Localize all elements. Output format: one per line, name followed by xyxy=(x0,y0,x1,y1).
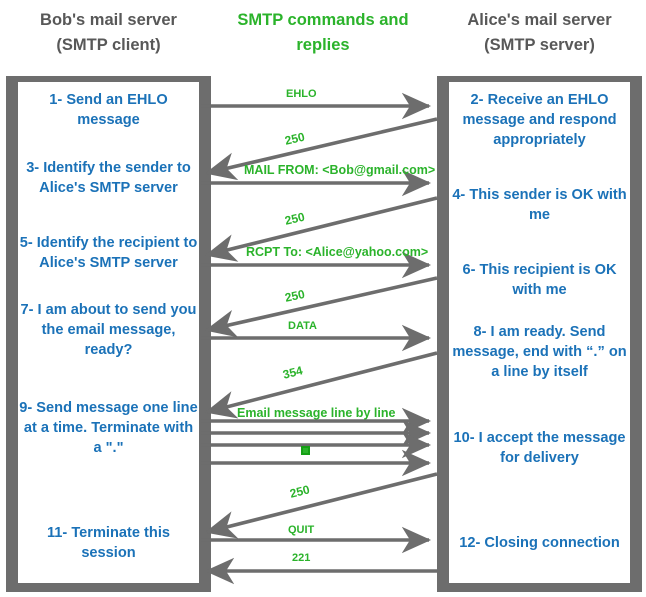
arrow-250-b xyxy=(204,196,438,262)
label-ehlo: EHLO xyxy=(286,88,317,100)
arrow-250-a xyxy=(204,117,438,181)
client-step-5: 5- Identify the recipient to Alice's SMT… xyxy=(19,235,198,271)
arrow-250-c xyxy=(204,276,438,338)
client-step-11: 11- Terminate this session xyxy=(46,525,170,561)
arrow-354 xyxy=(204,351,438,419)
arrow-250-d xyxy=(204,472,438,539)
header-server-line1: Alice's mail server xyxy=(467,11,612,29)
label-data: DATA xyxy=(288,320,317,332)
header-protocol-line1: SMTP commands and xyxy=(237,11,409,29)
header-client-line2: (SMTP client) xyxy=(56,36,161,54)
server-step-6: 6- This recipient is OK with me xyxy=(462,262,617,298)
label-rcpt-to: RCPT To: <Alice@yahoo.com> xyxy=(246,245,429,259)
server-step-8: 8- I am ready. Send message, end with “.… xyxy=(452,324,627,380)
header-client-line1: Bob's mail server xyxy=(40,11,177,29)
label-email-lines: Email message line by line xyxy=(237,406,396,420)
message-arrow-lane xyxy=(201,92,438,585)
label-mail-from: MAIL FROM: <Bob@gmail.com> xyxy=(244,163,436,177)
header-protocol-line2: replies xyxy=(296,36,350,54)
header-server-line2: (SMTP server) xyxy=(484,36,595,54)
server-step-10: 10- I accept the message for delivery xyxy=(453,430,626,466)
server-step-4: 4- This sender is OK with me xyxy=(452,187,627,223)
label-quit: QUIT xyxy=(288,524,315,536)
server-panel xyxy=(449,82,630,583)
client-step-7: 7- I am about to send you the email mess… xyxy=(20,302,197,358)
client-step-1: 1- Send an EHLO message xyxy=(49,92,168,128)
header-protocol: SMTP commands and replies xyxy=(218,8,428,58)
header-server: Alice's mail server (SMTP server) xyxy=(437,8,642,58)
client-step-3: 3- Identify the sender to Alice's SMTP s… xyxy=(26,160,191,196)
server-step-12: 12- Closing connection xyxy=(459,535,620,551)
label-221: 221 xyxy=(292,552,311,564)
client-step-9: 9- Send message one line at a time. Term… xyxy=(19,400,198,456)
message-terminator-dot xyxy=(301,446,310,455)
client-panel xyxy=(18,82,199,583)
header-client: Bob's mail server (SMTP client) xyxy=(6,8,211,58)
server-step-2: 2- Receive an EHLO message and respond a… xyxy=(462,92,617,148)
